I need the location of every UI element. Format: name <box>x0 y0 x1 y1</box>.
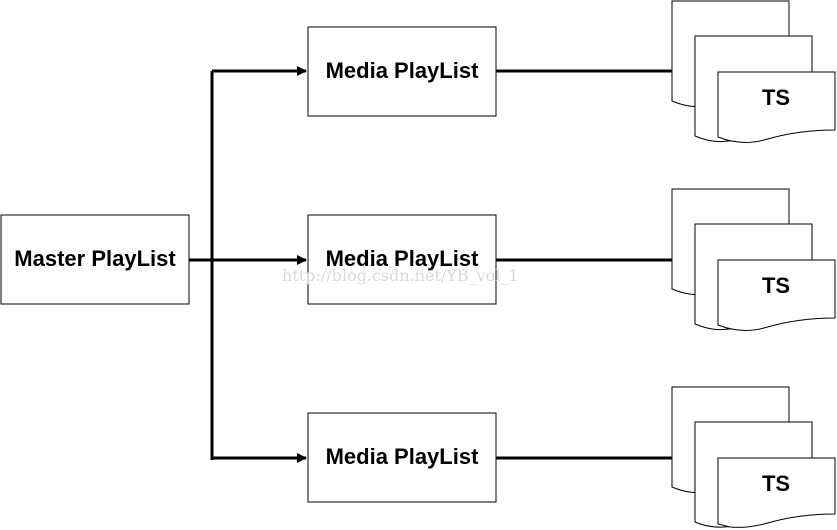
ts-label-1: TS <box>762 85 790 110</box>
master-playlist-label: Master PlayList <box>14 246 176 271</box>
media-playlist-node-2: Media PlayList <box>307 214 497 305</box>
media-playlist-node-1: Media PlayList <box>307 26 497 117</box>
media-playlist-node-3: Media PlayList <box>307 412 497 503</box>
ts-stack-1: TS <box>671 0 836 144</box>
ts-stack-2: TS <box>671 188 836 332</box>
ts-label-3: TS <box>762 471 790 496</box>
master-connectors <box>189 66 307 463</box>
media-playlist-label-1: Media PlayList <box>326 58 480 83</box>
media-playlist-label-2: Media PlayList <box>326 246 480 271</box>
watermark-text: http://blog.csdn.net/YB_vol_1 <box>282 266 519 285</box>
media-playlist-label-3: Media PlayList <box>326 444 480 469</box>
master-playlist-node: Master PlayList <box>0 214 190 305</box>
ts-label-2: TS <box>762 273 790 298</box>
ts-stack-3: TS <box>671 386 836 528</box>
